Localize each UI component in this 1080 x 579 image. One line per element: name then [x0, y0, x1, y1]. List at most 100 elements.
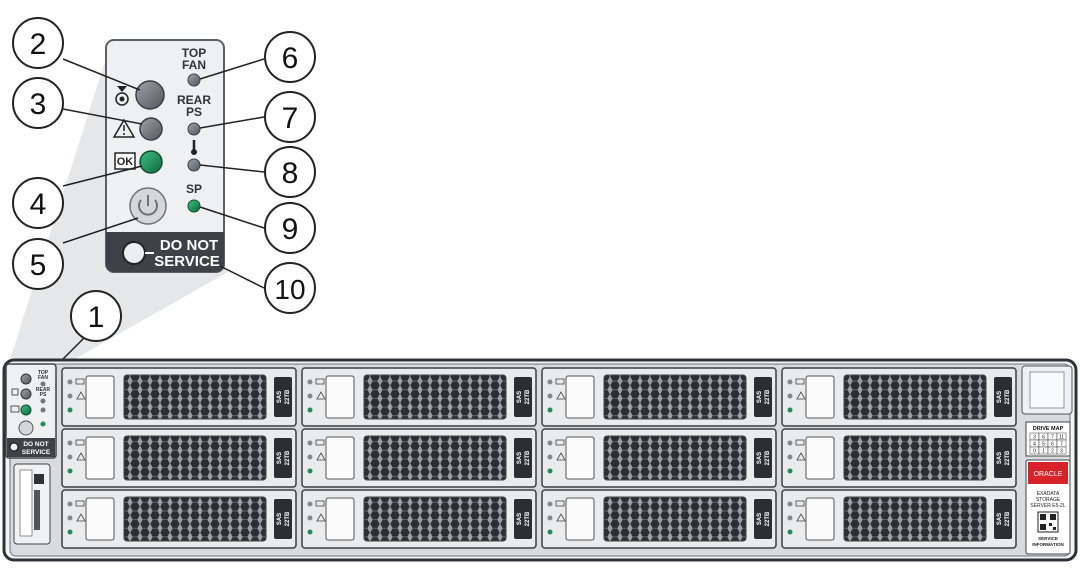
drive-release-latch[interactable]	[565, 497, 595, 541]
drive-status-leds	[547, 378, 566, 413]
drive-vent-grille	[603, 374, 747, 420]
svg-text:2: 2	[30, 28, 47, 61]
callout-7: 7	[264, 91, 316, 143]
service-info-line2: INFORMATION	[1032, 542, 1063, 547]
drive-map-cell: 2	[1051, 449, 1054, 455]
drive-status-leds	[307, 378, 326, 413]
drive-type-label: SAS	[517, 452, 523, 464]
drive-map-cell: 1	[1042, 449, 1045, 455]
power-ok-led	[139, 150, 163, 174]
drive-capacity-label: 22TB	[525, 389, 531, 404]
drive-status-leds	[67, 439, 86, 474]
rear-ps-label-1: REAR	[177, 93, 211, 107]
small-do-not-line1: DO NOT	[23, 441, 48, 448]
drive-map-cell: 5	[1042, 442, 1045, 448]
drive-release-latch[interactable]	[325, 436, 355, 480]
drive-type-label: SAS	[517, 391, 523, 403]
svg-text:5: 5	[30, 249, 47, 282]
drive-vent-grille	[123, 435, 267, 481]
callout-5: 5	[12, 238, 64, 290]
drive-map-cell: 0	[1033, 449, 1036, 455]
locate-button[interactable]	[135, 80, 165, 110]
drive-vent-grille	[363, 435, 507, 481]
do-not-service-led	[122, 241, 146, 265]
drive-type-label: SAS	[277, 391, 283, 403]
drive-release-latch[interactable]	[85, 375, 115, 419]
callout-9: 9	[264, 202, 316, 254]
small-power-button[interactable]	[18, 420, 34, 436]
drive-vent-grille	[603, 435, 747, 481]
drive-release-latch[interactable]	[565, 375, 595, 419]
drive-capacity-label: 22TB	[1005, 389, 1011, 404]
svg-text:7: 7	[282, 102, 299, 135]
rear-ps-label-2: PS	[186, 105, 202, 119]
drive-vent-grille	[363, 374, 507, 420]
drive-map-cell: 4	[1033, 442, 1036, 448]
callout-2: 2	[12, 17, 64, 69]
drive-release-latch[interactable]	[805, 497, 835, 541]
drive-release-latch[interactable]	[85, 497, 115, 541]
drive-map-cell: 7	[1060, 442, 1063, 448]
callout-1: 1	[70, 290, 122, 342]
product-line3: SERVER E5-2L	[1030, 503, 1065, 509]
drive-map-cell: 6	[1042, 435, 1045, 441]
drive-type-label: SAS	[997, 513, 1003, 525]
drive-vent-grille	[363, 496, 507, 542]
drive-release-latch[interactable]	[325, 375, 355, 419]
drive-release-latch[interactable]	[325, 497, 355, 541]
drive-release-latch[interactable]	[85, 436, 115, 480]
top-fan-label-1: TOP	[182, 46, 206, 60]
drive-map-title: DRIVE MAP	[1033, 426, 1064, 432]
svg-text:8: 8	[282, 157, 299, 190]
drive-vent-grille	[843, 435, 987, 481]
callout-4: 4	[12, 177, 64, 229]
small-fan-label: FAN	[38, 375, 48, 381]
drive-capacity-label: 22TB	[525, 450, 531, 465]
drive-type-label: SAS	[277, 452, 283, 464]
svg-text:10: 10	[274, 274, 305, 305]
small-ok-led	[20, 404, 32, 416]
front-panel-enlarged: OK TOP FAN REAR PS SP DO NOT SERVICE	[105, 39, 225, 273]
small-top-label: TOP	[38, 370, 49, 376]
callout-8: 8	[264, 146, 316, 198]
small-rear-label: REAR	[36, 387, 51, 393]
callout-10: 10	[264, 262, 316, 314]
drive-capacity-label: 22TB	[765, 389, 771, 404]
drive-release-latch[interactable]	[805, 375, 835, 419]
small-locate-button[interactable]	[20, 373, 32, 385]
drive-release-latch[interactable]	[805, 436, 835, 480]
drive-release-latch[interactable]	[565, 436, 595, 480]
drive-map-cell: 11	[1059, 435, 1064, 441]
small-ps-label: PS	[40, 392, 47, 398]
drive-capacity-label: 22TB	[285, 511, 291, 526]
service-info-line1: SERVICE	[1038, 536, 1058, 541]
top-fan-label-2: FAN	[182, 58, 206, 72]
ok-label: OK	[117, 156, 134, 168]
drive-type-label: SAS	[757, 513, 763, 525]
do-not-service-line1: DO NOT	[160, 237, 218, 254]
svg-text:4: 4	[30, 188, 47, 221]
callout-3: 3	[12, 77, 64, 129]
drive-type-label: SAS	[517, 513, 523, 525]
